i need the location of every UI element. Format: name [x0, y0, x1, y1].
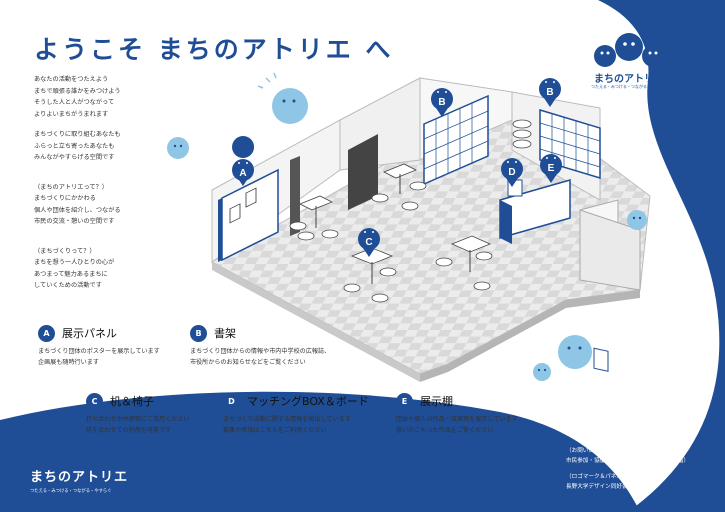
mascot-1 [257, 72, 308, 124]
legend-badge-c: C [86, 393, 103, 410]
legend-badge-d: D [223, 393, 240, 410]
contact-label-2: （ロゴマーク＆パネル制作） [566, 474, 639, 480]
logo-name: まちのアトリエ [594, 74, 664, 85]
legend-heading-b: 書架 [214, 327, 236, 340]
contact-label-1: （お問い合わせ） [566, 448, 611, 454]
legend-badge-a: A [38, 325, 55, 342]
legend-heading-c: 机＆椅子 [110, 395, 154, 408]
legend-badge-b: B [190, 325, 207, 342]
marker-e: E [540, 154, 562, 183]
marker-d-label: D [508, 167, 515, 178]
table-set-4 [435, 235, 493, 291]
table-set-3 [343, 247, 397, 303]
mascot-4 [558, 335, 592, 369]
marker-e-label: E [548, 163, 555, 174]
marker-b-left-label: B [438, 97, 445, 108]
marker-b-right: B [539, 78, 561, 107]
legend-description-c: 打ち合わせや休憩等にご活用ください机を合わせての利用も可能です [86, 416, 190, 434]
intro-paragraph-4: （まちづくりって？） まちを想う一人ひとりの心が あつまって魅力あるまちに して… [34, 247, 115, 290]
footer-logo: まちのアトリエ つたえる・みつける・つながる・やすらぐ [30, 466, 128, 494]
mascot-3 [627, 210, 647, 230]
brand-logo: まちのアトリエ つたえる・みつける・つながる・やすらぐ [583, 30, 675, 96]
marker-d: D [501, 158, 523, 187]
legend-description-b: まちづくり団体からの情報や市内中学校の広報誌、市役所からのお知らせなどをご覧くだ… [190, 348, 331, 366]
mascot-2 [167, 137, 189, 159]
table-set-2 [289, 195, 339, 241]
marker-b-right-label: B [546, 87, 553, 98]
contact-line-2: 長野大学デザイン同好会 コトポート [566, 484, 658, 490]
marker-c: C [358, 228, 380, 257]
mascot-group-icon [594, 33, 664, 67]
intro-paragraph-2: まちづくりに取り組むあなたも ふらっと立ち寄ったあなたも みんながやすらげる空間… [34, 131, 121, 161]
intro-paragraph-3: （まちのアトリエって？） まちづくりにかかわる 個人や団体を紹介し、つながる 市… [34, 183, 121, 226]
marker-a-label: A [239, 168, 246, 179]
legend-heading-a: 展示パネル [62, 327, 117, 340]
contact-line-1: 市民参加・協働推進課（上田市役所本庁舎３階） [566, 458, 690, 464]
footer-logo-name: まちのアトリエ [30, 470, 129, 485]
footer-logo-tagline: つたえる・みつける・つながる・やすらぐ [30, 489, 112, 494]
page-title: ようこそ まちのアトリエ へ [34, 35, 394, 64]
mascot-5 [533, 363, 551, 381]
legend-description-d: まちづくり活動に関する情報を掲出しています募集や参加はこちらをご利用ください [223, 416, 351, 434]
legend-badge-e: E [396, 393, 413, 410]
marker-b-left: B [431, 88, 453, 117]
legend-heading-d: マッチングBOX＆ボード [247, 395, 369, 408]
marker-c-label: C [365, 237, 372, 248]
marker-a: A [232, 136, 255, 186]
intro-text: あなたの活動をつたえよう まちで頑張る誰かをみつけよう そうした人と人がつながっ… [34, 74, 209, 301]
legend-heading-e: 展示棚 [420, 395, 453, 408]
logo-tagline: つたえる・みつける・つながる・やすらぐ [591, 84, 667, 89]
intro-paragraph-1: あなたの活動をつたえよう まちで頑張る誰かをみつけよう そうした人と人がつながっ… [34, 76, 121, 118]
contact-info: （お問い合わせ） 市民参加・協働推進課（上田市役所本庁舎３階） （ロゴマーク＆パ… [566, 446, 689, 492]
table-set-1 [371, 163, 427, 211]
legend-description-a: まちづくり団体のポスターを展示しています企画展も随時行います [38, 348, 160, 366]
legend-description-e: 団体や個人の作品・成果物を展示しています想いのこもった作品をご覧ください [396, 416, 518, 434]
